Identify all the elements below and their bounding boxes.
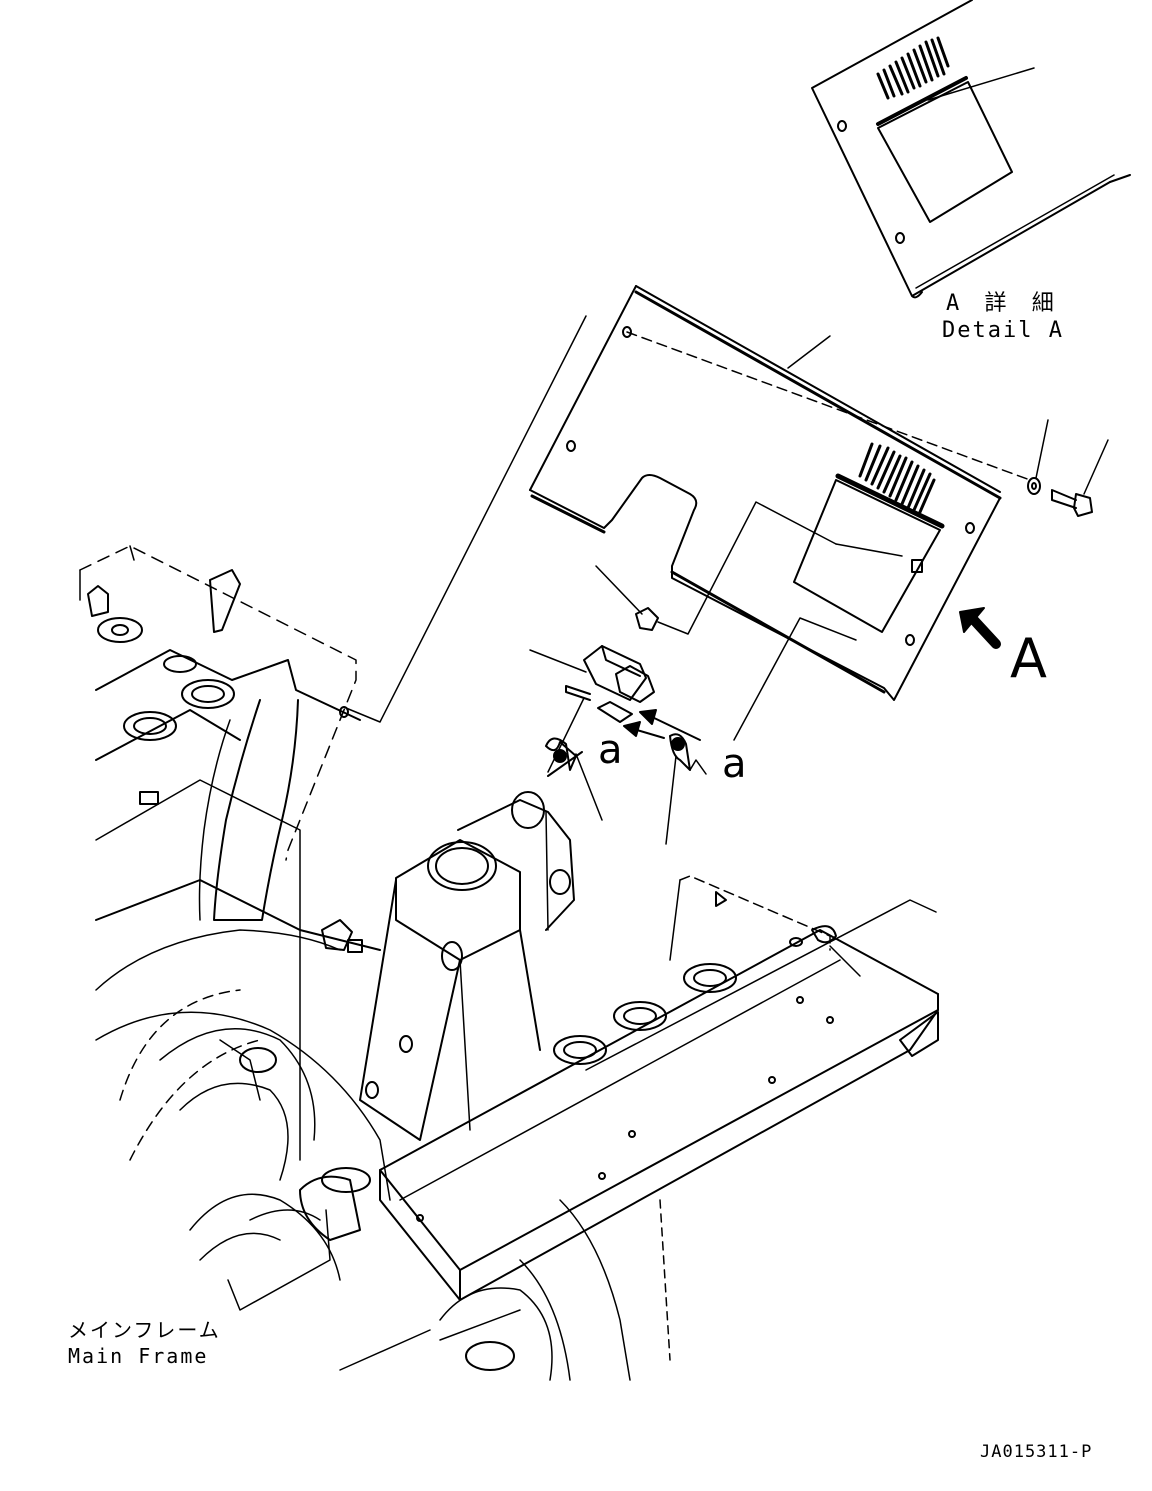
connection-ref-left: a — [598, 727, 623, 773]
main-frame — [79, 315, 939, 1381]
drawing-number: JA015311-P — [980, 1442, 1093, 1462]
springs — [545, 721, 707, 845]
cover-plate — [529, 285, 1031, 701]
detail-a-label-en: Detail A — [942, 318, 1064, 343]
detail-a-hatching — [876, 36, 950, 100]
plate-hatching — [858, 442, 936, 514]
clip-nut — [595, 501, 903, 635]
detail-a-plate — [811, 0, 1131, 299]
main-frame-label-jp: メインフレーム — [68, 1318, 221, 1342]
connection-ref-right: a — [722, 741, 747, 787]
view-arrow — [959, 607, 1001, 649]
view-arrow-letter: A — [1010, 627, 1047, 690]
main-frame-label-en: Main Frame — [68, 1344, 209, 1368]
detail-a-label-jp: A 詳 細 — [946, 291, 1060, 316]
bolt-and-washer — [1027, 419, 1109, 517]
latch-assembly — [529, 617, 857, 773]
